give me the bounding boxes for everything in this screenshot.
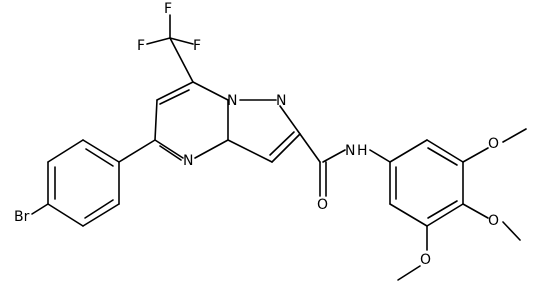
- pyrazole-ring: [227, 99, 301, 163]
- amide-nitrogen-label: N: [345, 143, 355, 159]
- pyrazole-nitrogen-label: N: [276, 93, 286, 109]
- amide-hydrogen-label: H: [357, 143, 368, 159]
- carbonyl-oxygen-label: O: [317, 197, 328, 213]
- methoxy-oxygen-bottom-label: O: [420, 252, 431, 268]
- methoxy-oxygen-top-label: O: [488, 136, 499, 152]
- fluorine-label-left: F: [137, 38, 145, 54]
- fluorine-label-top: F: [164, 1, 172, 17]
- methoxy-groups: [397, 128, 527, 281]
- fluorine-label-right: F: [193, 38, 201, 54]
- bromine-label: Br: [14, 209, 30, 225]
- bromophenyl-ring: [31, 139, 156, 227]
- pyrimidine-nitrogen-label: N: [183, 153, 193, 169]
- methoxy-oxygen-middle-label: O: [488, 213, 499, 229]
- trimethoxyphenyl-ring: [389, 139, 464, 227]
- bridgehead-nitrogen-label: N: [227, 93, 237, 109]
- pyrimidine-ring: [154, 81, 229, 161]
- cf3-group: [146, 14, 194, 83]
- amide-group: [299, 133, 391, 197]
